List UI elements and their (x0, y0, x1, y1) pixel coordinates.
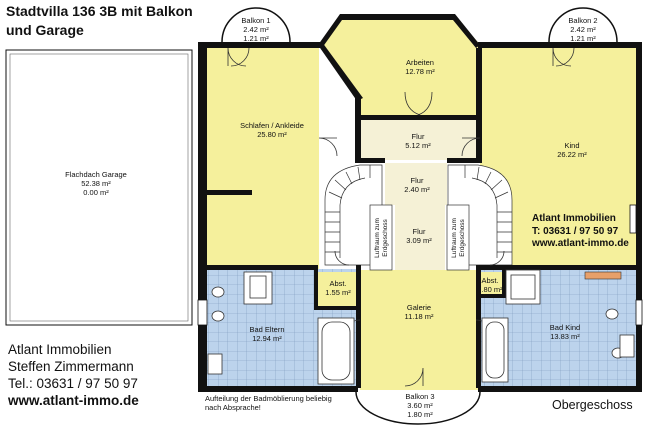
balkon1-area2: 1.21 m² (243, 34, 269, 43)
contact-right-web: www.atlant-immo.de (532, 238, 629, 249)
balkon3-name: Balkon 3 (405, 392, 434, 401)
flur3-area: 3.09 m² (406, 236, 432, 245)
schlafen-name: Schlafen / Ankleide (240, 121, 304, 130)
walls (197, 14, 643, 392)
balkon2-area2: 1.21 m² (570, 34, 596, 43)
abst2-area: .80 m² (481, 285, 503, 294)
contact-right-phone: T: 03631 / 97 50 97 (532, 225, 619, 237)
balkon-3 (355, 391, 481, 425)
abst1-area: 1.55 m² (325, 288, 351, 297)
contact-right-company: Atlant Immobilien (532, 213, 616, 224)
flur2-area: 2.40 m² (404, 185, 430, 194)
room-abst-2-fill (480, 272, 504, 296)
contact-person: Steffen Zimmermann (8, 359, 134, 374)
bad-eltern-area: 12.94 m² (252, 334, 282, 343)
kind-area: 26.22 m² (557, 150, 587, 159)
garage-area2: 0.00 m² (83, 188, 109, 197)
room-flur-2 (385, 163, 447, 205)
flur3-name: Flur (413, 227, 426, 236)
kind-name: Kind (564, 141, 579, 150)
room-galerie (360, 270, 478, 390)
balkon3-area: 3.60 m² (407, 401, 433, 410)
garage-roof (5, 49, 193, 326)
room-arbeiten (319, 17, 478, 120)
contact-web: www.atlant-immo.de (8, 393, 139, 408)
garage-name: Flachdach Garage (65, 170, 127, 179)
bath-fixtures (207, 269, 635, 385)
room-schlafen (207, 47, 319, 269)
luftraum-right-line1: Luftraum zum (451, 218, 458, 258)
floor-label: Obergeschoss (552, 398, 633, 412)
contact-right: Atlant Immobilien T: 03631 / 97 50 97 ww… (532, 213, 629, 251)
room-flur-3 (395, 205, 445, 270)
room-abst-1-fill (315, 272, 358, 308)
luftraum-left-line1: Luftraum zum (374, 218, 381, 258)
abst2-name: Abst. (481, 276, 498, 285)
furnishing-note: Aufteilung der Badmöblierung beliebig na… (205, 394, 332, 412)
flur1-area: 5.12 m² (405, 141, 431, 150)
kind-furniture (584, 271, 622, 280)
bad-kind-area: 13.83 m² (550, 332, 580, 341)
arbeiten-name: Arbeiten (406, 58, 434, 67)
luftraum-left-line2: Erdgeschoss (382, 218, 389, 256)
title-line-1: Stadtvilla 136 3B mit Balkon (6, 3, 193, 19)
balkon3-area2: 1.80 m² (407, 410, 433, 419)
flur1-name: Flur (412, 132, 425, 141)
bad-eltern-name: Bad Eltern (249, 325, 284, 334)
schlafen-area: 25.80 m² (257, 130, 287, 139)
galerie-area: 11.18 m² (404, 312, 434, 321)
luftraum-left: Luftraum zum Erdgeschoss (374, 218, 389, 258)
abst1-name: Abst. (329, 279, 346, 288)
contact-phone: Tel.: 03631 / 97 50 97 (8, 376, 138, 391)
luftraum-right: Luftraum zum Erdgeschoss (451, 218, 466, 258)
garage-area: 52.38 m² (81, 179, 111, 188)
galerie-name: Galerie (407, 303, 431, 312)
garage-roof-inner (9, 53, 189, 322)
room-labels: Flachdach Garage 52.38 m² 0.00 m² Balkon… (65, 16, 597, 419)
luftraum-right-line2: Erdgeschoss (459, 218, 466, 256)
balkon-2 (548, 7, 618, 43)
flur2-name: Flur (411, 176, 424, 185)
balkon1-area: 2.42 m² (243, 25, 269, 34)
balkon1-name: Balkon 1 (241, 16, 270, 25)
balkon2-area: 2.42 m² (570, 25, 596, 34)
title-line-2: und Garage (6, 22, 84, 38)
bad-kind-name: Bad Kind (550, 323, 580, 332)
balkon2-name: Balkon 2 (568, 16, 597, 25)
contact-company: Atlant Immobilien (8, 342, 112, 357)
arbeiten-area: 12.78 m² (405, 67, 435, 76)
balkon-1 (221, 7, 291, 43)
room-flur-1 (360, 120, 478, 160)
staircase (324, 164, 513, 271)
